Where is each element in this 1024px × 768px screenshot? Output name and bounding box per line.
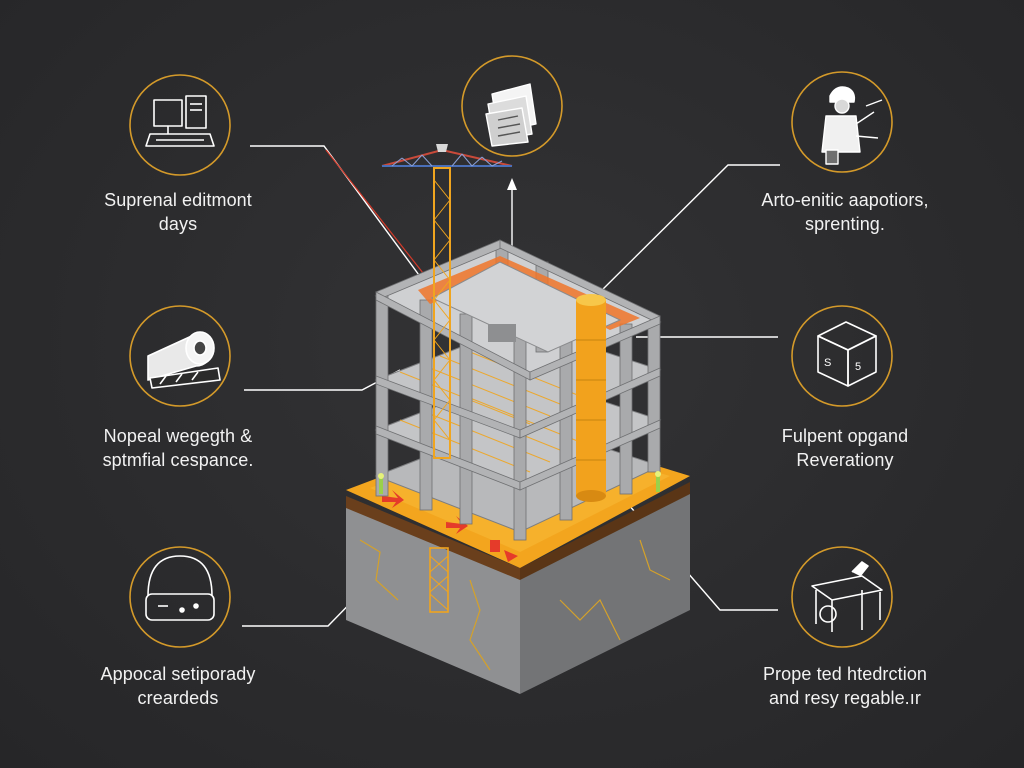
ring-documents (461, 55, 563, 157)
roof-hatch (488, 324, 516, 342)
label-left-2-line1: Nopeal wegegth & (103, 426, 253, 446)
ground-block-soil-right (520, 482, 690, 580)
icon-rings (129, 55, 893, 648)
tower-crane (381, 144, 513, 459)
leader-line-left-1 (250, 145, 431, 291)
computer-icon (145, 95, 215, 147)
ring-box (791, 305, 893, 407)
label-left-2: Nopeal wegegth & sptmfial cespance. (60, 424, 296, 472)
dome-vehicle-icon (145, 555, 215, 621)
label-left-1-line1: Suprenal editmont (104, 190, 252, 210)
ring-computer (129, 74, 231, 176)
ground-block-soil (346, 496, 520, 580)
building-illustration (346, 144, 690, 694)
ground-cracks (359, 539, 671, 671)
ring-vehicle (129, 546, 231, 648)
foundation-truss-bracing (429, 555, 449, 611)
site-markers (378, 471, 661, 494)
pipe-roller-icon (147, 331, 221, 389)
label-right-3-line2: and resy regable.ır (769, 688, 921, 708)
worker-icon (821, 86, 883, 165)
label-left-3-line2: creardeds (137, 688, 219, 708)
documents-icon (485, 83, 537, 147)
label-right-3-line1: Prope ted htedrction (762, 664, 928, 684)
red-pointer-line (325, 149, 439, 293)
label-right-3: Prope ted htedrction and resy regable.ır (720, 662, 970, 710)
label-left-1: Suprenal editmont days (60, 188, 296, 236)
leader-lines (242, 145, 780, 627)
label-right-2-line2: Reverationy (796, 450, 894, 470)
label-right-2-line1: Fulpent opgand (781, 426, 909, 446)
label-right-2: Fulpent opgand Reverationy (720, 424, 970, 472)
label-right-1: Arto-enitic aapotiors, sprenting. (720, 188, 970, 236)
label-left-1-line2: days (158, 214, 198, 234)
svg-text:5: 5 (855, 361, 861, 373)
svg-text:S: S (824, 357, 831, 369)
label-right-1-line1: Arto-enitic aapotiors, (761, 190, 929, 210)
leader-line-right-1 (595, 164, 780, 297)
label-right-1-line2: sprenting. (804, 214, 886, 234)
flow-arrows (382, 490, 518, 562)
label-left-3: Appocal setiporady creardeds (60, 662, 296, 710)
yellow-core-cylinder (576, 294, 606, 502)
ring-bench (791, 546, 893, 648)
foundation-truss-column (429, 547, 449, 613)
box-icon: S 5 (817, 321, 877, 387)
ring-worker (791, 71, 893, 173)
workbench-icon (811, 561, 883, 632)
label-left-3-line1: Appocal setiporady (100, 664, 256, 684)
top-arrowhead (507, 178, 517, 190)
ground-block-right (520, 486, 690, 694)
label-left-2-line2: sptmfial cespance. (102, 450, 254, 470)
ring-pipe (129, 305, 231, 407)
